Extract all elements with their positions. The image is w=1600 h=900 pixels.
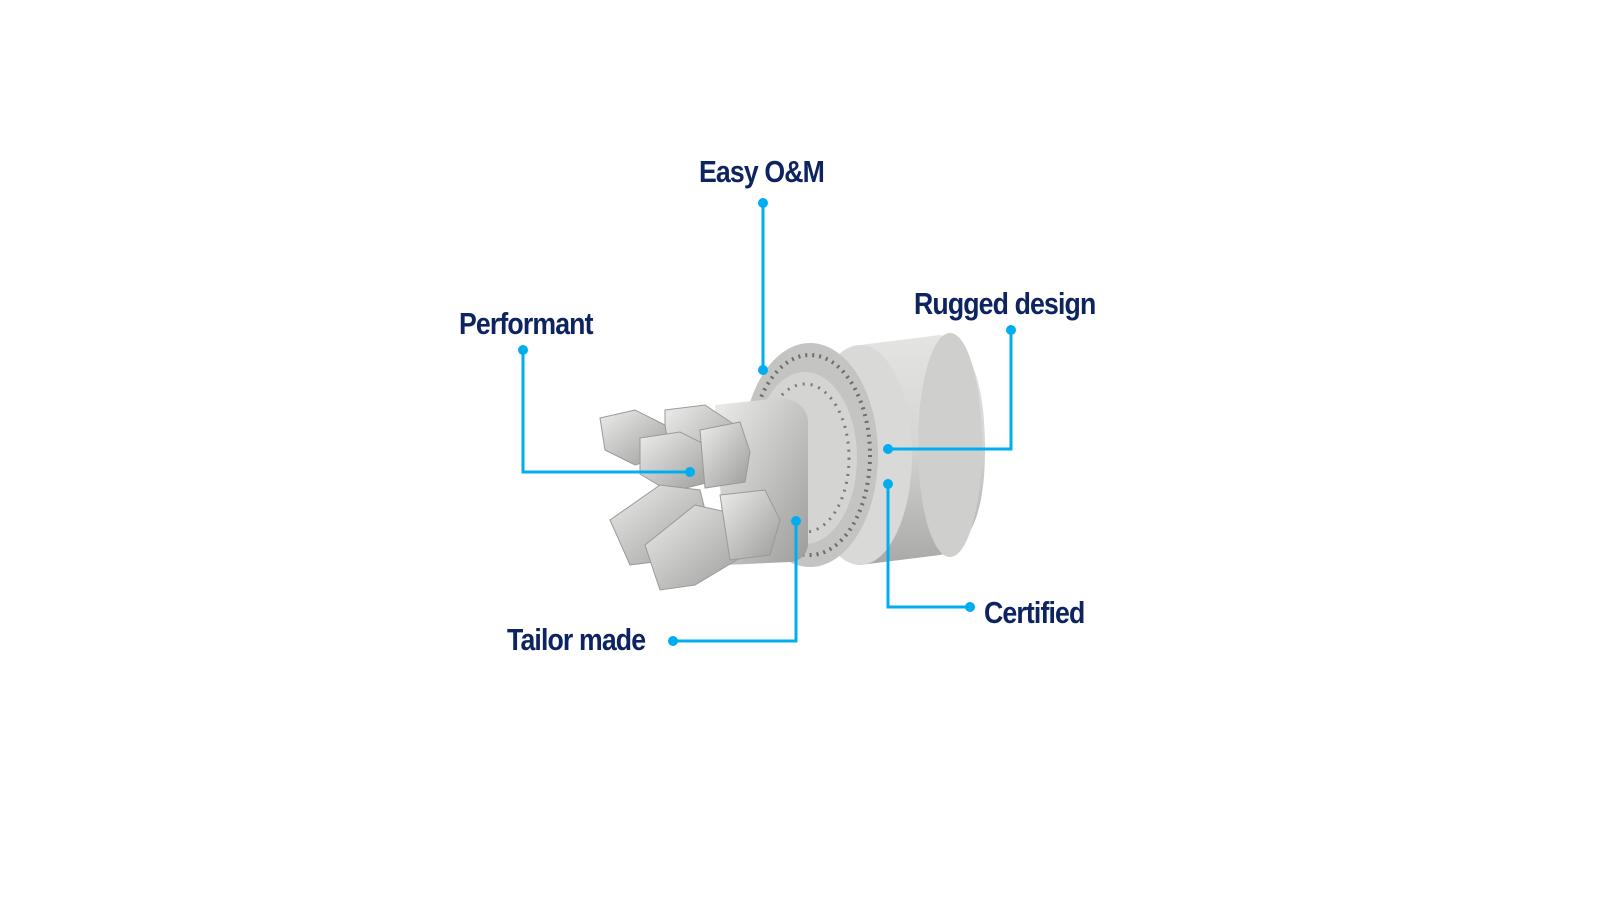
leader-tailor-made <box>673 521 798 643</box>
leader-rugged-design <box>888 330 1013 451</box>
leader-certified <box>886 484 970 609</box>
callout-performant: Performant <box>459 306 593 341</box>
callout-easy-om: Easy O&M <box>699 154 825 189</box>
callout-rugged-design: Rugged design <box>914 286 1096 321</box>
leader-performant <box>521 350 690 474</box>
callout-tailor-made: Tailor made <box>507 622 646 657</box>
gearbox-image <box>599 333 985 591</box>
callout-certified: Certified <box>984 595 1085 630</box>
leader-dots <box>518 198 1016 646</box>
leader-lines <box>521 203 1013 643</box>
